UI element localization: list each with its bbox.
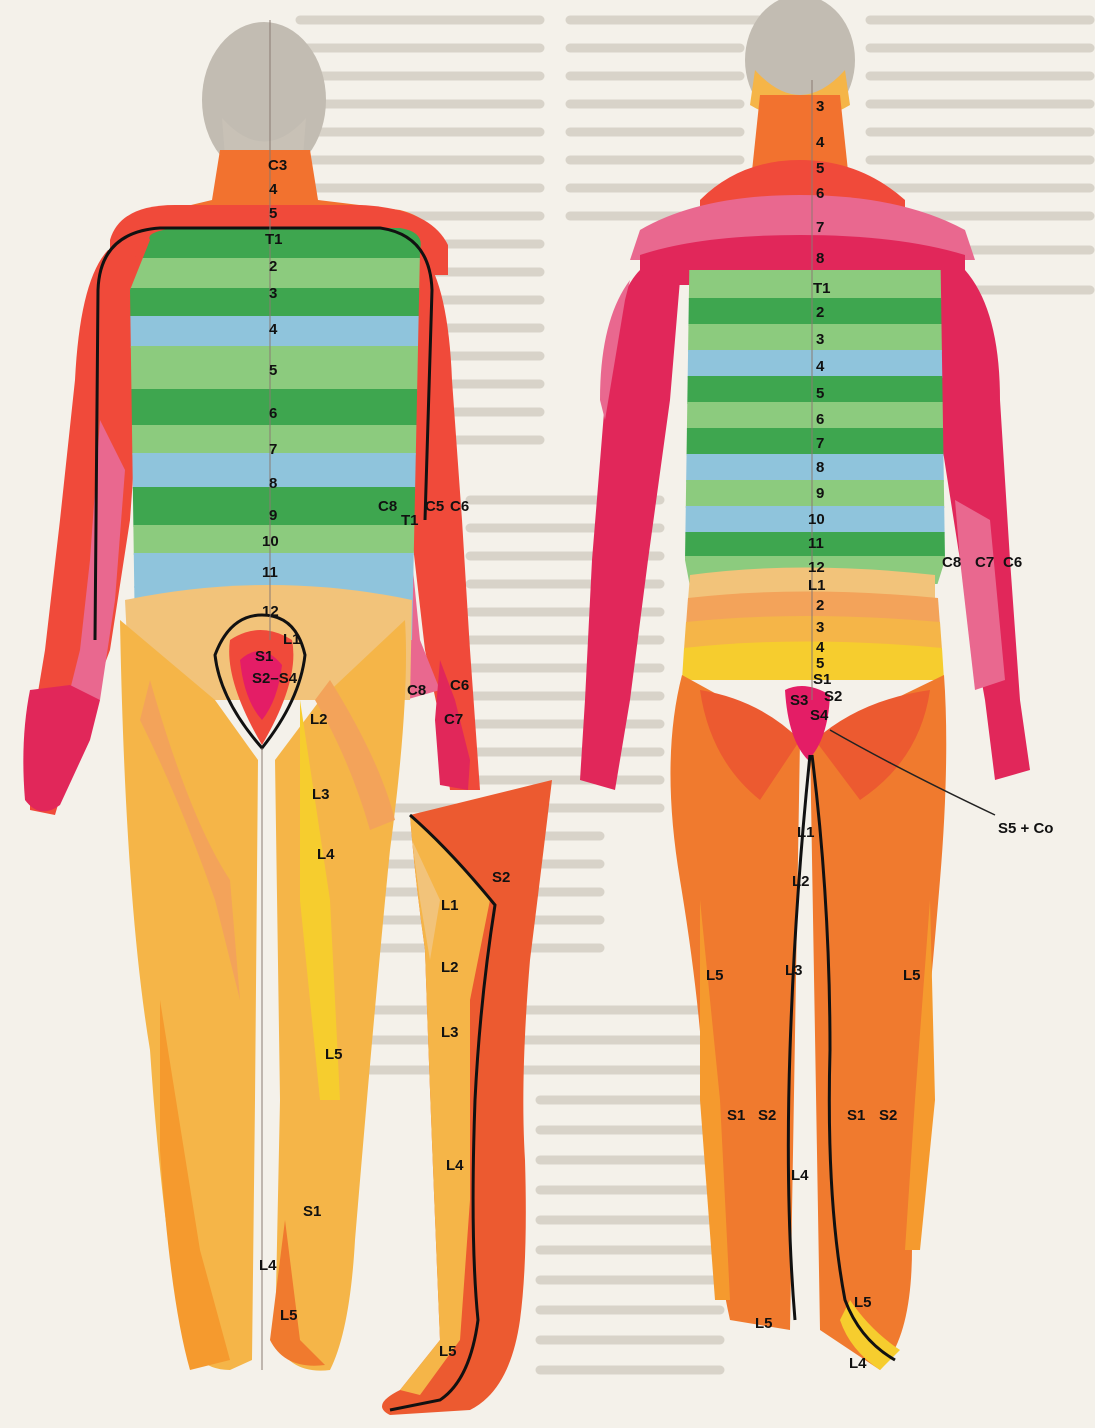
back-label-s3: S3 — [790, 692, 808, 709]
front-label-foot-l5: L5 — [280, 1307, 298, 1324]
back-label-t6: 6 — [816, 411, 824, 428]
front-label-hand-c6: C6 — [450, 677, 469, 694]
back-label-c6: 6 — [816, 185, 824, 202]
front-label-t5: 5 — [269, 362, 277, 379]
back-label-thigh-l5-right: L5 — [903, 967, 921, 984]
front-label-t7: 7 — [269, 441, 277, 458]
front-label-c4: 4 — [269, 181, 278, 198]
back-label-arm-c6: C6 — [1003, 554, 1022, 571]
back-label-t3: 3 — [816, 331, 824, 348]
back-label-t4: 4 — [816, 358, 825, 375]
front-label-l2: L2 — [310, 711, 328, 728]
side-label-l2: L2 — [441, 959, 459, 976]
front-label-t10: 10 — [262, 533, 279, 550]
back-label-c4: 4 — [816, 134, 825, 151]
side-label-s2: S2 — [492, 869, 510, 886]
back-label-l2: 2 — [816, 597, 824, 614]
back-label-t8: 8 — [816, 459, 824, 476]
back-label-t2: 2 — [816, 304, 824, 321]
back-label-c5: 5 — [816, 160, 824, 177]
back-label-thigh-l5-left: L5 — [706, 967, 724, 984]
side-label-l4: L4 — [446, 1157, 464, 1174]
front-label-leg-s1: S1 — [303, 1203, 321, 1220]
back-label-calf-s1-right: S1 — [847, 1107, 865, 1124]
back-label-l4: 4 — [816, 639, 825, 656]
back-label-calf-l4: L4 — [791, 1167, 809, 1184]
back-label-thigh-l1: L1 — [797, 824, 815, 841]
front-label-l1: L1 — [283, 631, 301, 648]
front-label-s2-s4: S2–S4 — [252, 670, 298, 687]
front-label-t9: 9 — [269, 507, 277, 524]
back-label-t9: 9 — [816, 485, 824, 502]
back-label-t12: 12 — [808, 559, 825, 576]
back-label-calf-s2-left: S2 — [758, 1107, 776, 1124]
back-label-arm-c8: C8 — [942, 554, 961, 571]
back-label-s4: S4 — [810, 707, 829, 724]
front-label-c3: C3 — [268, 157, 287, 174]
back-label-foot-l4: L4 — [849, 1355, 867, 1372]
front-thoracic-bands — [100, 225, 460, 646]
front-label-t12: 12 — [262, 603, 279, 620]
back-label-foot-l5-right: L5 — [854, 1294, 872, 1311]
front-label-t1: T1 — [265, 231, 283, 248]
front-label-t8: 8 — [269, 475, 277, 492]
back-label-t5: 5 — [816, 385, 824, 402]
front-label-arm-c8: C8 — [378, 498, 397, 515]
front-label-hand-c7: C7 — [444, 711, 463, 728]
front-label-foot-l4: L4 — [259, 1257, 277, 1274]
back-label-thigh-l3: L3 — [785, 962, 803, 979]
back-label-c8: 8 — [816, 250, 824, 267]
back-label-foot-l5-left: L5 — [755, 1315, 773, 1332]
back-label-l5: 5 — [816, 655, 824, 672]
front-label-arm-c6: C6 — [450, 498, 469, 515]
front-label-t6: 6 — [269, 405, 277, 422]
back-label-t10: 10 — [808, 511, 825, 528]
back-label-c7: 7 — [816, 219, 824, 236]
front-label-l5: L5 — [325, 1046, 343, 1063]
front-label-t11: 11 — [262, 564, 278, 581]
front-label-t3: 3 — [269, 285, 277, 302]
front-label-arm-c5: C5 — [425, 498, 444, 515]
side-label-l3: L3 — [441, 1024, 459, 1041]
back-label-s2: S2 — [824, 688, 842, 705]
front-label-t4: 4 — [269, 321, 278, 338]
front-label-l4: L4 — [317, 846, 335, 863]
back-label-l1: L1 — [808, 577, 826, 594]
back-label-s1: S1 — [813, 671, 831, 688]
back-label-arm-c7: C7 — [975, 554, 994, 571]
back-label-t1: T1 — [813, 280, 831, 297]
back-label-l3: 3 — [816, 619, 824, 636]
front-label-s1: S1 — [255, 648, 273, 665]
back-label-calf-s2-right: S2 — [879, 1107, 897, 1124]
side-label-l5: L5 — [439, 1343, 457, 1360]
front-label-c5: 5 — [269, 205, 277, 222]
back-label-s5-co: S5 + Co — [998, 820, 1053, 837]
back-label-c3: 3 — [816, 98, 824, 115]
front-label-l3: L3 — [312, 786, 330, 803]
back-label-t7: 7 — [816, 435, 824, 452]
side-label-l1: L1 — [441, 897, 459, 914]
back-label-t11: 11 — [808, 535, 824, 552]
back-label-calf-s1-left: S1 — [727, 1107, 745, 1124]
front-label-arm-t1: T1 — [401, 512, 419, 529]
front-label-hand-c8: C8 — [407, 682, 426, 699]
back-label-thigh-l2: L2 — [792, 873, 810, 890]
front-label-t2: 2 — [269, 258, 277, 275]
